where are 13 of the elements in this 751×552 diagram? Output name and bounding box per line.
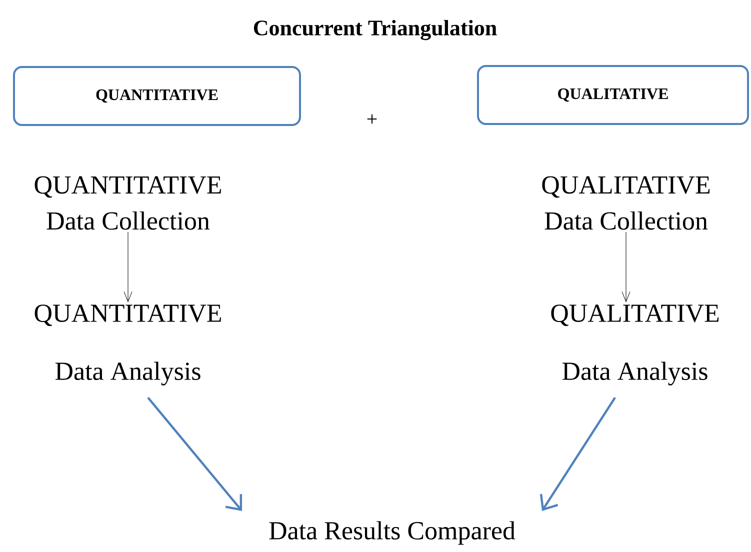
result-text: Data Results Compared	[269, 521, 516, 545]
arrow	[540, 397, 616, 512]
step-text: QUALITATIVE Data Analysis	[551, 304, 719, 386]
arrow	[147, 396, 242, 512]
step-text: QUANTITATIVE Data Collection	[34, 176, 221, 230]
step-text: QUALITATIVE Data Collection	[542, 176, 710, 230]
step-text: QUANTITATIVE Data Analysis	[34, 304, 221, 386]
plus-sign: +	[367, 114, 377, 124]
arrow	[622, 232, 630, 302]
method-box: QUANTITATIVE	[13, 66, 301, 126]
arrow	[124, 232, 132, 302]
title: Concurrent Triangulation	[254, 20, 497, 40]
method-box: QUALITATIVE	[477, 65, 749, 125]
